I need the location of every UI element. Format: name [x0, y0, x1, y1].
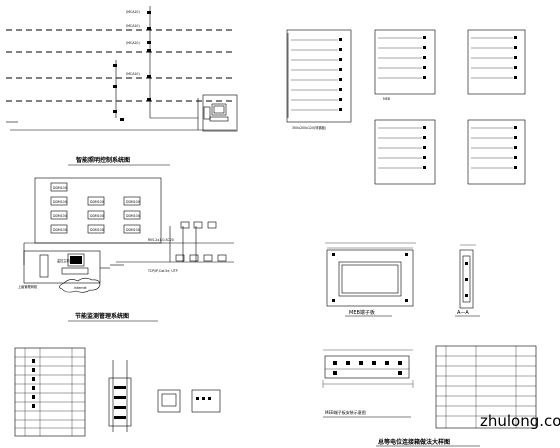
section-label: A—A: [457, 310, 469, 316]
node-label: (MCA10): [126, 24, 140, 28]
lighting-control-diagram: (MCA10) (MCA10) (MCA10) (MCA10) 智能照明控制系统…: [6, 6, 238, 166]
meter-label: DDM100: [126, 200, 140, 204]
meter-label: DDM100: [90, 214, 104, 218]
meb-box-c: [467, 29, 526, 95]
meter-grid: DDM100 DDM100 DDM100 DDM100 DDM100 DDM10…: [50, 182, 141, 234]
meb-box-a: 300x200x120(锌钢板): [286, 29, 352, 130]
riser-nodes: [113, 11, 151, 121]
box-caption: MEB: [383, 97, 390, 101]
internet-cloud-icon: [59, 277, 101, 293]
meb-box-e: [467, 119, 526, 185]
meter-label: DDM100: [53, 228, 67, 232]
terminal-connector-detail: [108, 360, 221, 432]
pc-label: 监控主机: [57, 258, 71, 263]
strip-label: MEB端子板安装示意图: [325, 409, 366, 415]
meb-box-b: MEB: [374, 29, 436, 101]
meter-label: DDM100: [53, 200, 67, 204]
meter-label: DDM100: [126, 228, 140, 232]
meter-label: DDM100: [90, 200, 104, 204]
watermark: zhulong.com: [480, 412, 560, 430]
energy-monitoring-diagram: DDM100 DDM100 DDM100 DDM100 DDM100 DDM10…: [18, 177, 234, 322]
computer-icon: [202, 94, 238, 132]
meb-box-d: [374, 119, 436, 185]
material-table: [435, 345, 537, 429]
equipment-legend-table: [14, 347, 86, 437]
bus-label: RVS-2x1.0-SC20: [148, 238, 174, 242]
monitor-pc-icon: [23, 250, 110, 284]
meb-box-group: 300x200x120(锌钢板) MEB: [286, 29, 526, 185]
cloud-label: Internet: [74, 286, 87, 290]
meb-terminal-detail: MEB端子板 A—A: [325, 242, 480, 317]
meter-label: DDM100: [53, 214, 67, 218]
meter-label: DDM100: [90, 228, 104, 232]
energy-title: 节能监测管理系统图: [75, 312, 129, 320]
upper-network-label: 上级管理网络: [18, 284, 38, 289]
meter-label: DDM100: [53, 186, 67, 190]
box-caption: 300x200x120(锌钢板): [292, 125, 326, 130]
bottom-right-title: 总等电位连接箱做法大样图: [378, 438, 450, 446]
net-label: TCP/IP,Cat.5e, UTP: [147, 269, 178, 273]
node-label: (MCA10): [126, 72, 140, 76]
node-label: (MCA10): [126, 41, 140, 45]
front-view-label: MEB端子板: [349, 309, 375, 316]
meter-label: DDM100: [126, 214, 140, 218]
meb-strip-detail: MEB端子板安装示意图: [322, 349, 414, 418]
node-label: (MCA10): [126, 10, 140, 14]
lighting-title: 智能照明控制系统图: [76, 156, 130, 164]
